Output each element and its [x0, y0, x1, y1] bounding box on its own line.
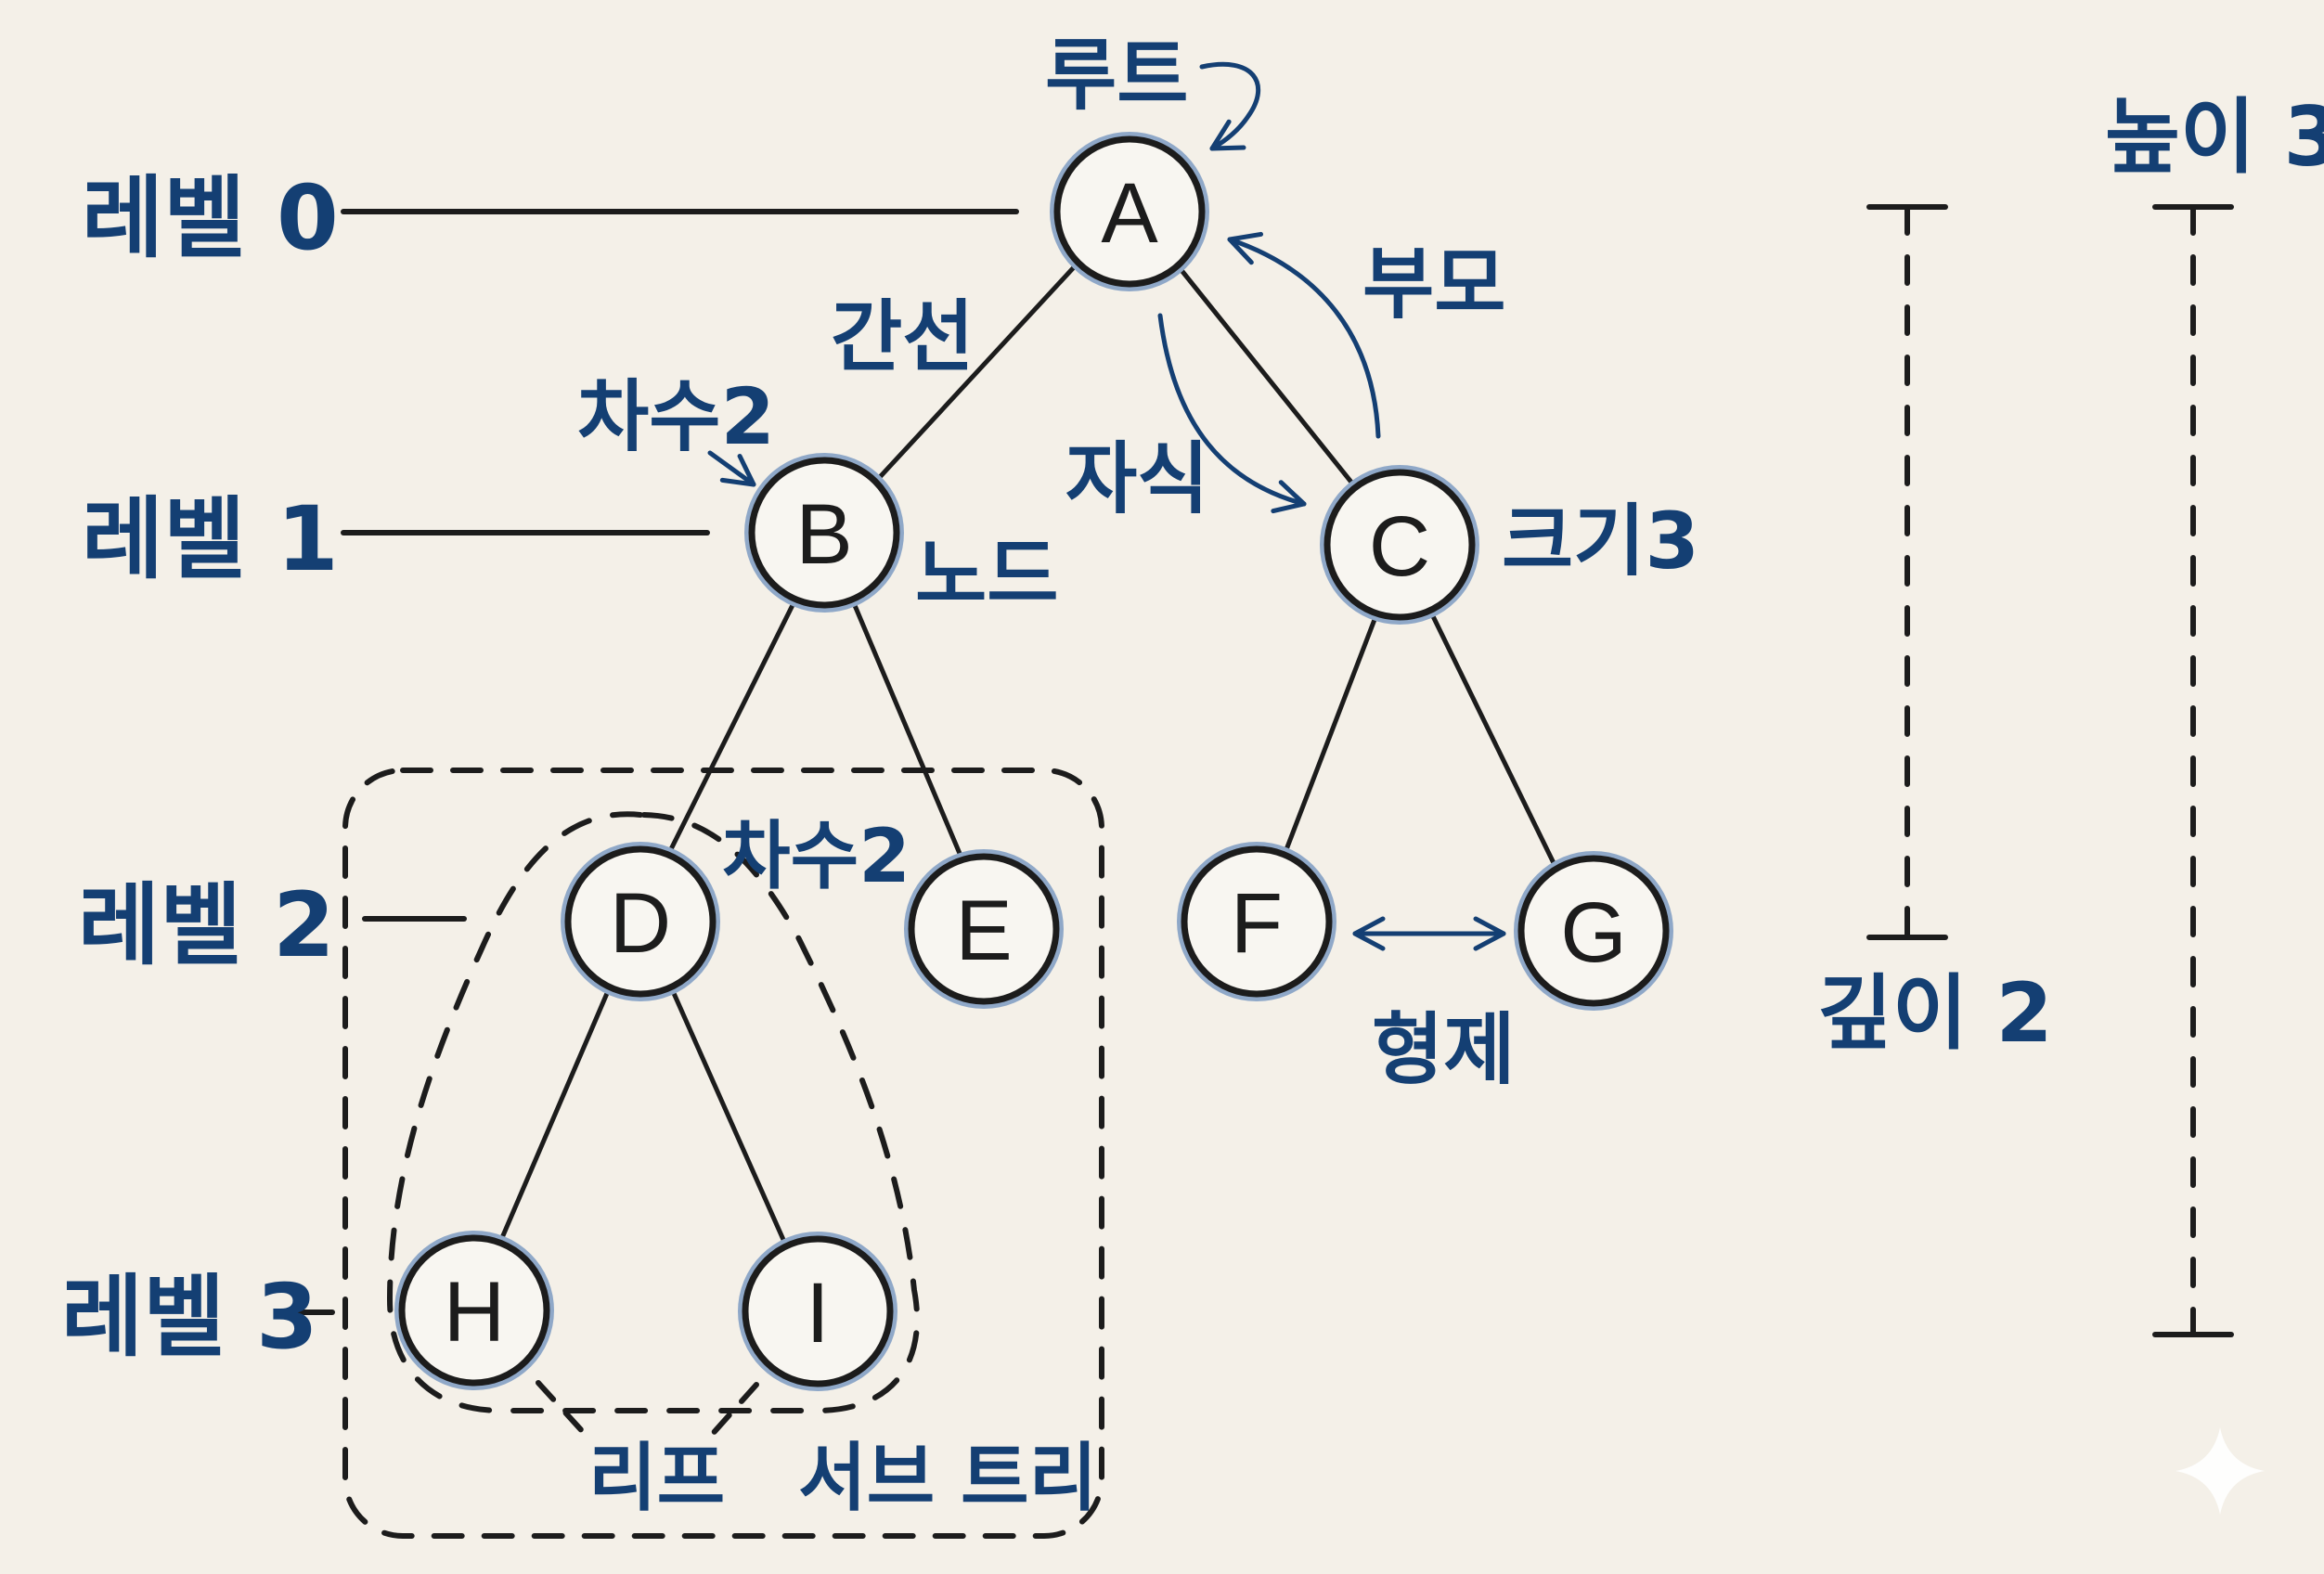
annotation-arrows	[707, 61, 1506, 951]
subtree-boundary	[342, 768, 1104, 1539]
edge-a-b	[877, 264, 1077, 480]
node-f[interactable]: F	[1177, 842, 1336, 1001]
subtree-label: 서브 트리	[798, 1435, 1097, 1521]
edge-c-f	[1283, 614, 1378, 855]
sparkle-icon	[2176, 1427, 2265, 1515]
degree-arrow-icon	[707, 450, 756, 487]
node-i-label: I	[806, 1266, 830, 1361]
node-d[interactable]: D	[561, 842, 720, 1001]
node-i[interactable]: I	[738, 1232, 897, 1391]
node-e-label: E	[955, 884, 1012, 978]
edge-a-c	[1178, 266, 1356, 487]
edge-b-d	[667, 600, 796, 854]
leaf-label: 리프	[588, 1435, 725, 1521]
node-c-label: C	[1369, 499, 1430, 594]
edge-label: 간선	[831, 291, 975, 382]
tree-edges	[498, 264, 1557, 1245]
node-c[interactable]: C	[1320, 465, 1479, 625]
degree-d-label: 차수2	[722, 813, 910, 899]
size-label: 크기3	[1502, 496, 1699, 587]
root-arrow-icon	[1199, 61, 1260, 151]
edge-b-e	[851, 600, 963, 858]
level-1-label: 레벨 1	[82, 487, 339, 591]
level-0-label: 레벨 0	[82, 166, 339, 270]
height-label: 높이 3	[2105, 89, 2324, 185]
degree-b-label: 차수2	[577, 371, 775, 462]
annotation-labels: 루트 간선 차수2 노드 자식 부모 크기3 차수2 형제 리프 서브 트리	[577, 30, 1699, 1521]
edge-c-g	[1429, 612, 1557, 868]
node-a-label: A	[1101, 166, 1158, 261]
node-label: 노드	[915, 529, 1059, 620]
node-a[interactable]: A	[1050, 132, 1209, 291]
level-2-label: 레벨 2	[78, 873, 335, 977]
leaf-group-boundary	[386, 811, 921, 1413]
node-b-label: B	[795, 487, 852, 582]
edge-d-h	[498, 988, 611, 1243]
node-e[interactable]: E	[904, 849, 1064, 1009]
depth-label: 깊이 2	[1817, 965, 2053, 1061]
parent-label: 부모	[1362, 239, 1506, 329]
node-d-label: D	[610, 876, 671, 971]
node-f-label: F	[1231, 876, 1283, 971]
node-b[interactable]: B	[744, 453, 904, 613]
level-labels: 레벨 0 레벨 1 레벨 2 레벨 3	[61, 166, 339, 1369]
level-3-label: 레벨 3	[61, 1265, 318, 1369]
leaf-pointer-h	[536, 1380, 587, 1437]
node-h-label: H	[444, 1265, 505, 1360]
tree-nodes: A B C D E F G	[394, 132, 1673, 1391]
depth-measure	[1866, 204, 1948, 940]
height-measure	[2152, 204, 2234, 1337]
node-h[interactable]: H	[394, 1231, 554, 1390]
leaf-pointer-i	[707, 1382, 759, 1439]
level-guides	[292, 209, 1019, 1315]
parent-arrow-icon	[1227, 231, 1381, 439]
sibling-label: 형제	[1372, 1004, 1516, 1095]
node-g-label: G	[1560, 885, 1627, 980]
node-g[interactable]: G	[1514, 851, 1673, 1011]
child-label: 자식	[1065, 433, 1209, 524]
child-arrow-icon	[1157, 313, 1307, 514]
root-label: 루트	[1045, 30, 1189, 121]
edge-d-i	[670, 988, 787, 1245]
